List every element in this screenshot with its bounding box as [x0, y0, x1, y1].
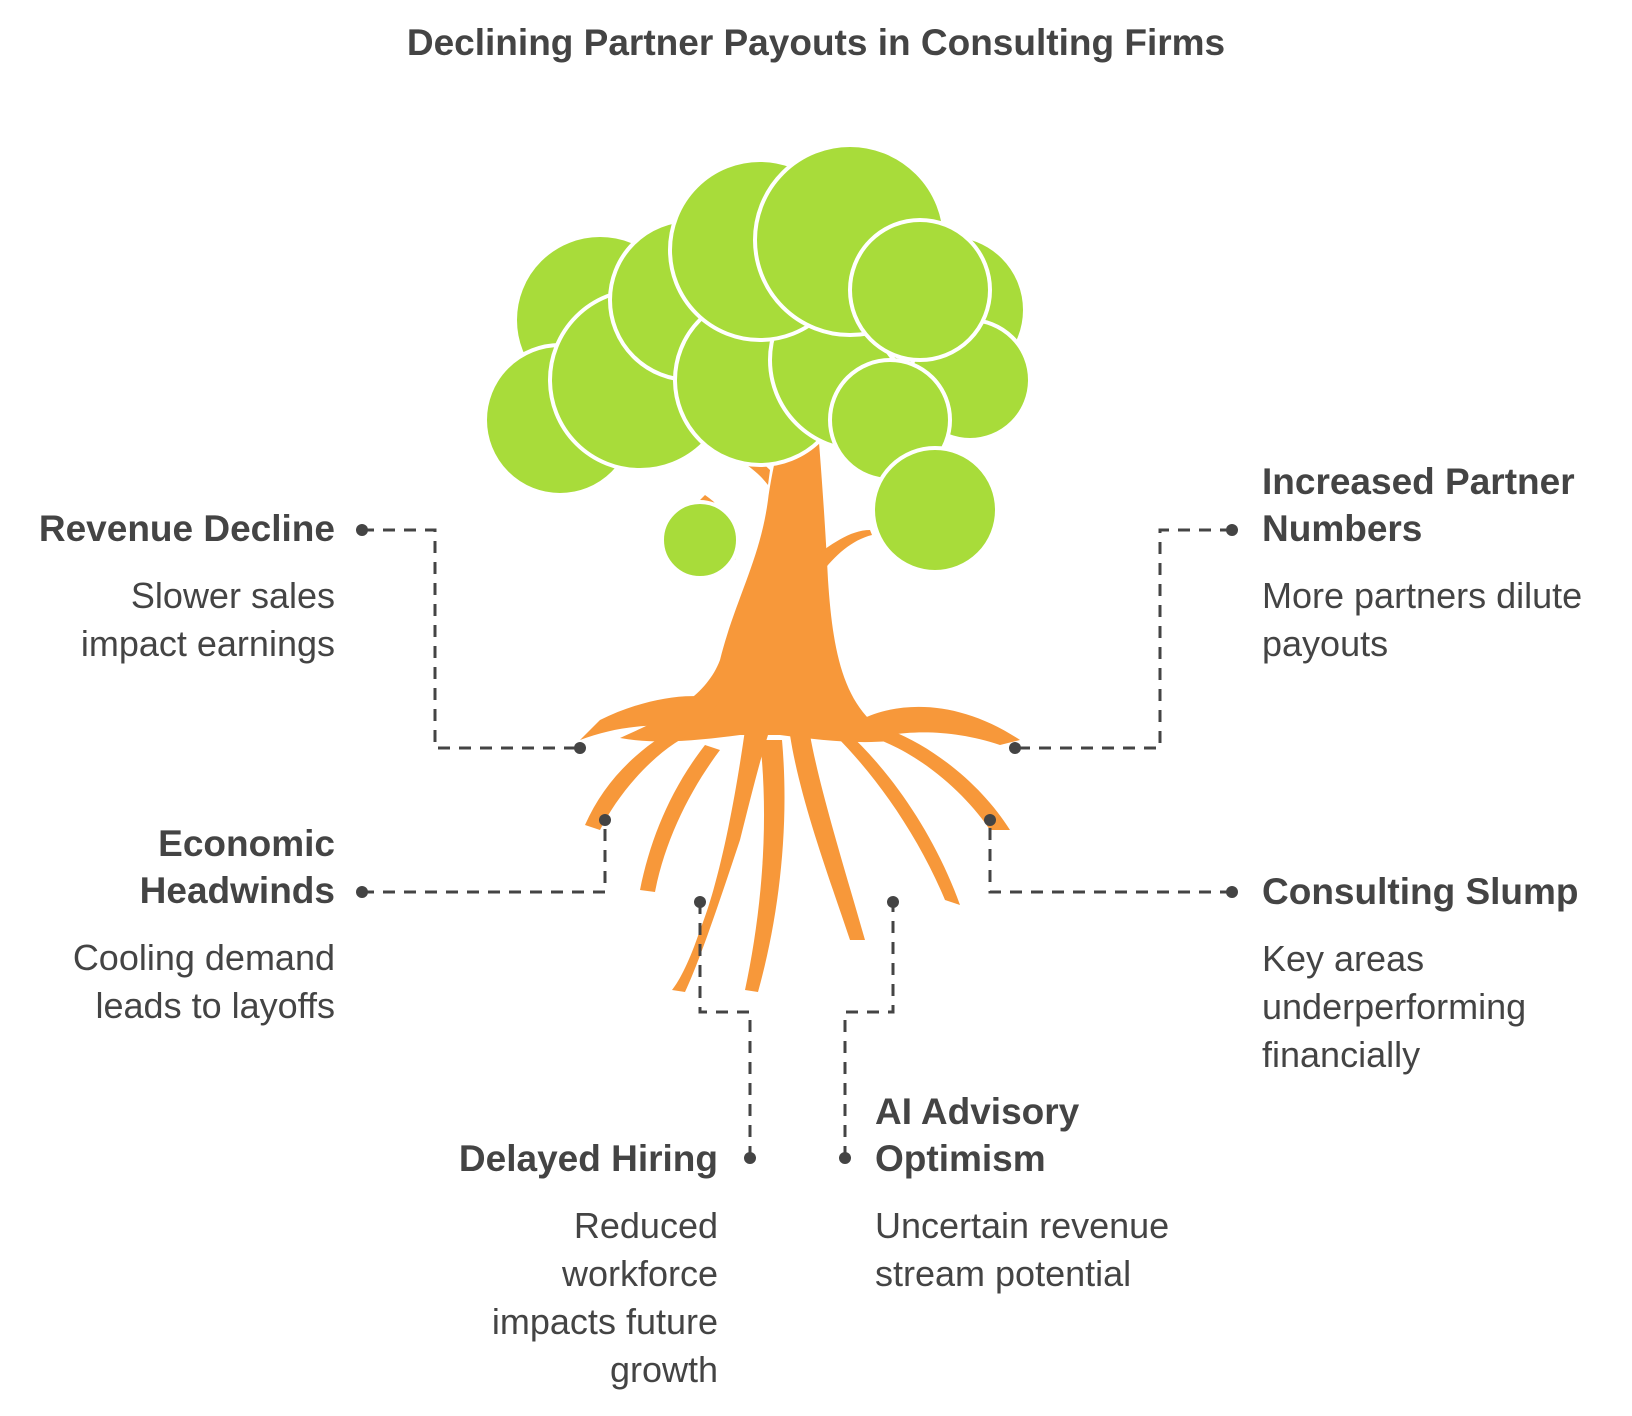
item-ai-advisory: AI Advisory Optimism Uncertain revenue s… [875, 1088, 1205, 1298]
item-heading: Delayed Hiring [458, 1138, 718, 1179]
item-description: Slower sales impact earnings [80, 575, 335, 664]
connector-economic-headwinds [362, 820, 607, 894]
tree-trunk-roots [580, 395, 1020, 992]
item-economic-headwinds: Economic Headwinds Cooling demand leads … [20, 820, 335, 1030]
item-heading: AI Advisory Optimism [875, 1091, 1080, 1179]
connector-revenue-decline [362, 528, 580, 750]
connector-dots [356, 524, 1238, 1164]
item-description: Key areas underperforming financially [1262, 938, 1527, 1075]
tree-foliage [483, 143, 1032, 580]
item-heading: Economic Headwinds [139, 823, 335, 911]
item-heading: Consulting Slump [1262, 871, 1579, 912]
item-consulting-slump: Consulting Slump Key areas underperformi… [1262, 868, 1592, 1079]
item-heading: Revenue Decline [38, 508, 335, 549]
connector-lines [362, 528, 1232, 1158]
tree-icon [483, 143, 1032, 992]
item-description: Cooling demand leads to layoffs [72, 937, 335, 1026]
item-revenue-decline: Revenue Decline Slower sales impact earn… [20, 505, 335, 668]
page-title: Declining Partner Payouts in Consulting … [406, 22, 1226, 63]
item-description: Reduced workforce impacts future growth [491, 1205, 718, 1390]
item-heading: Increased Partner Numbers [1262, 461, 1575, 549]
connector-consulting-slump [988, 820, 1232, 894]
connector-ai-advisory [843, 902, 895, 1158]
item-increased-partners: Increased Partner Numbers More partners … [1262, 458, 1592, 668]
connector-delayed-hiring [698, 902, 752, 1158]
item-delayed-hiring: Delayed Hiring Reduced workforce impacts… [440, 1135, 718, 1394]
item-description: More partners dilute payouts [1262, 575, 1583, 664]
item-description: Uncertain revenue stream potential [875, 1205, 1170, 1294]
connector-increased-partners [1015, 528, 1232, 750]
